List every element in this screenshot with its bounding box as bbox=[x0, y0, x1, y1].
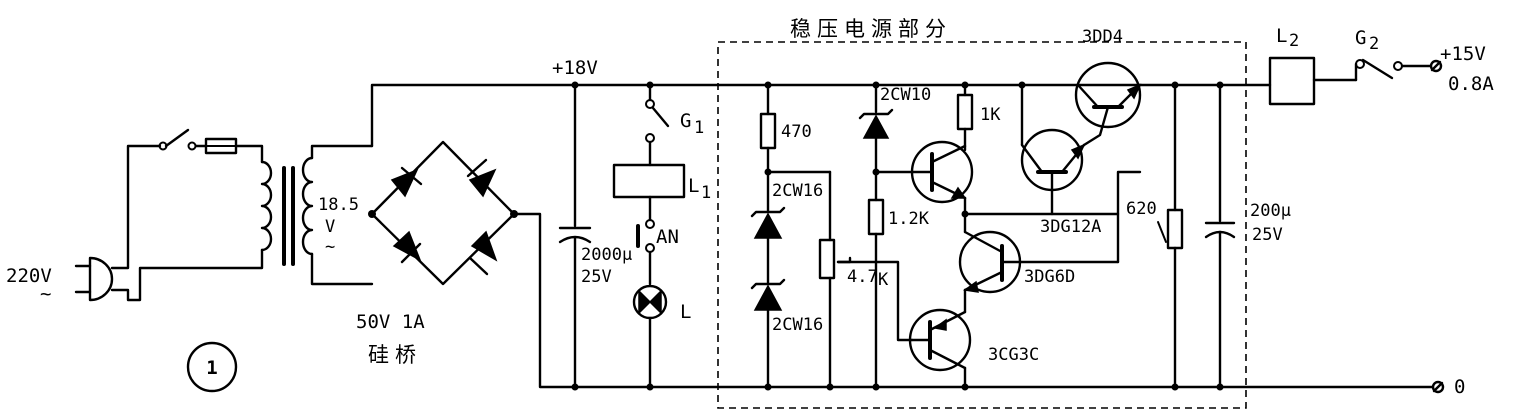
mains-wire-bottom bbox=[110, 248, 264, 302]
output-voltage-label: +15V bbox=[1440, 43, 1486, 65]
filter-capacitor-value: 2000μ bbox=[581, 245, 632, 265]
filter-capacitor-voltage: 25V bbox=[581, 267, 612, 287]
ground-rail bbox=[512, 212, 1434, 389]
transistor-error-amp bbox=[910, 140, 974, 204]
rail-voltage-label: +18V bbox=[552, 57, 598, 79]
mains-wire-top bbox=[110, 144, 162, 270]
indicator-lamp-label: L bbox=[680, 301, 691, 323]
resistor-1-2k-label: 1.2K bbox=[888, 209, 930, 229]
regulator-boundary bbox=[717, 41, 1247, 409]
zener-bottom bbox=[750, 278, 786, 311]
junction-dots bbox=[571, 81, 1224, 391]
potentiometer bbox=[818, 238, 836, 280]
output-current-label: 0.8A bbox=[1448, 73, 1494, 95]
pot-unit: K bbox=[878, 270, 889, 290]
zener-ref bbox=[858, 108, 894, 139]
output-terminal-positive bbox=[1429, 59, 1443, 73]
output-capacitor-voltage: 25V bbox=[1252, 225, 1283, 245]
figure-number: 1 bbox=[186, 341, 238, 393]
pot-value: 4.7 bbox=[847, 267, 878, 287]
transistor-3dg12a-label: 3DG12A bbox=[1040, 217, 1101, 237]
resistor-620 bbox=[1166, 208, 1184, 250]
transistor-3dd4 bbox=[1074, 61, 1142, 147]
secondary-ac-symbol: ~ bbox=[325, 237, 335, 257]
secondary-voltage-unit: V bbox=[325, 217, 335, 237]
transformer-secondary bbox=[301, 156, 314, 256]
output-capacitor-value: 200μ bbox=[1250, 201, 1291, 221]
output-choke-label: L bbox=[1276, 25, 1287, 47]
resistor-1-2k bbox=[867, 198, 885, 236]
mains-switch bbox=[158, 128, 197, 151]
indicator-lamp bbox=[632, 284, 668, 320]
filter-capacitor bbox=[558, 83, 592, 389]
svg-text:1: 1 bbox=[206, 357, 217, 379]
positive-rail bbox=[370, 83, 1272, 148]
relay-l1-label: L bbox=[688, 175, 699, 197]
resistor-620-label: 620 bbox=[1126, 199, 1157, 219]
mains-voltage-label: 220V bbox=[6, 265, 52, 287]
switch-g2 bbox=[1355, 58, 1403, 80]
mains-ac-symbol: ~ bbox=[40, 283, 51, 305]
transistor-3cg3c bbox=[908, 308, 972, 372]
switch-g2-sub: 2 bbox=[1369, 34, 1379, 54]
transistor-3dg6d bbox=[958, 230, 1120, 294]
transistor-3dg12a bbox=[1020, 128, 1086, 216]
transistor-3dd4-label: 3DD4 bbox=[1082, 27, 1123, 47]
bridge-rectifier bbox=[368, 140, 518, 286]
zener-top bbox=[750, 206, 786, 239]
output-choke-sub: 2 bbox=[1289, 31, 1299, 51]
switch-g1-label: G bbox=[680, 110, 691, 132]
relay-l1-sub: 1 bbox=[701, 183, 711, 203]
button-an bbox=[636, 219, 655, 253]
transistor-3dg6d-label: 3DG6D bbox=[1024, 267, 1075, 287]
resistor-470-label: 470 bbox=[781, 122, 812, 142]
resistor-470 bbox=[759, 112, 777, 150]
resistor-1k bbox=[956, 93, 974, 131]
bridge-rating: 50V 1A bbox=[356, 311, 425, 333]
secondary-voltage-value: 18.5 bbox=[318, 195, 359, 215]
mains-plug: 220V ~ bbox=[6, 256, 114, 305]
switch-g2-label: G bbox=[1355, 27, 1366, 49]
output-terminal-ground bbox=[1431, 380, 1445, 394]
section-title: 稳压电源部分 bbox=[790, 17, 952, 41]
transistor-3cg3c-label: 3CG3C bbox=[988, 345, 1039, 365]
resistor-1k-label: 1K bbox=[980, 105, 1001, 125]
output-choke-l2 bbox=[1268, 56, 1316, 106]
bridge-name: 硅桥 bbox=[368, 343, 422, 367]
switch-g1-sub: 1 bbox=[694, 118, 704, 138]
transformer-primary bbox=[260, 160, 273, 252]
output-capacitor bbox=[1204, 83, 1236, 389]
zener-bottom-label: 2CW16 bbox=[772, 315, 823, 335]
output-ground-label: 0 bbox=[1454, 376, 1465, 398]
zener-ref-label: 2CW10 bbox=[880, 85, 931, 105]
zener-top-label: 2CW16 bbox=[772, 181, 823, 201]
switch-g1 bbox=[645, 99, 670, 143]
button-an-label: AN bbox=[656, 226, 679, 248]
relay-l1 bbox=[612, 163, 686, 199]
